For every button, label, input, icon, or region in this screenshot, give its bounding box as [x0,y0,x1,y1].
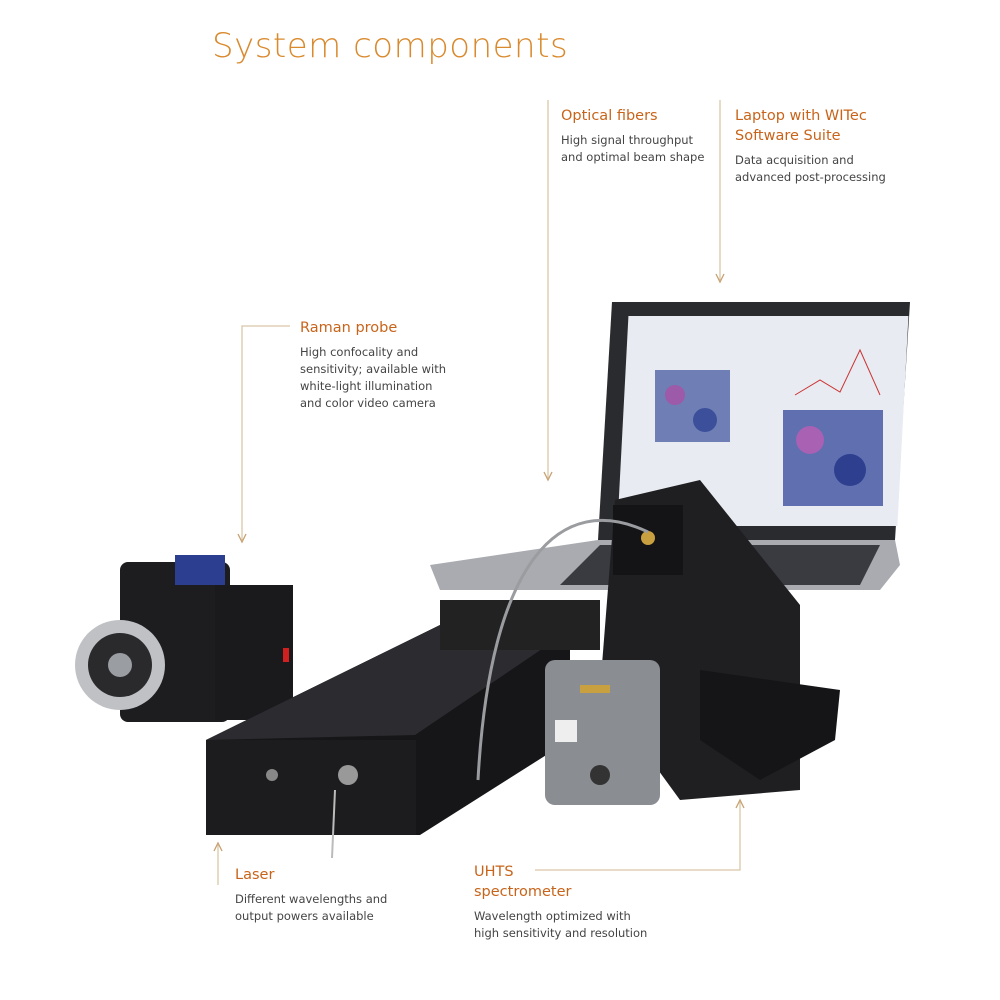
component-description: High signal throughput [561,133,694,147]
component-name: Laptop with WITec [735,108,867,124]
arrow-down-icon [237,533,247,544]
leader-spectrometer [535,802,741,871]
label-spectrometer: UHTS spectrometer Wavelength optimized wi… [474,862,684,942]
component-name: Software Suite [735,128,841,144]
page-title: System components [212,26,569,66]
arrow-heads [213,273,745,852]
component-description: Data acquisition and [735,153,854,167]
component-description: High confocality and [300,345,419,359]
component-name: UHTS [474,864,514,880]
component-description: Wavelength optimized with [474,909,631,923]
component-description: advanced post-processing [735,170,886,184]
component-name: Raman probe [300,320,398,336]
component-description: high sensitivity and resolution [474,926,648,940]
raman-probe [75,555,293,722]
component-description: and color video camera [300,396,436,410]
label-laser: Laser Different wavelengths and output po… [235,865,435,925]
leader-lines [217,100,741,885]
label-raman-probe: Raman probe High confocality and sensitiv… [300,318,480,412]
component-description: Different wavelengths and [235,892,388,906]
component-name: Laser [235,867,275,883]
arrow-down-icon [715,273,725,284]
arrow-up-icon [213,841,223,852]
component-description: sensitivity; available with [300,362,447,376]
arrow-up-icon [735,798,745,809]
component-description: output powers available [235,909,374,923]
component-description: white-light illumination [300,379,433,393]
spectrometer [440,480,840,805]
component-description: and optimal beam shape [561,150,705,164]
leader-raman-probe [241,325,290,540]
component-name: Optical fibers [561,108,658,124]
label-optical-fibers: Optical fibers High signal throughput and… [561,106,731,166]
component-name: spectrometer [474,884,572,900]
laser [206,625,570,859]
arrow-down-icon [543,471,553,482]
